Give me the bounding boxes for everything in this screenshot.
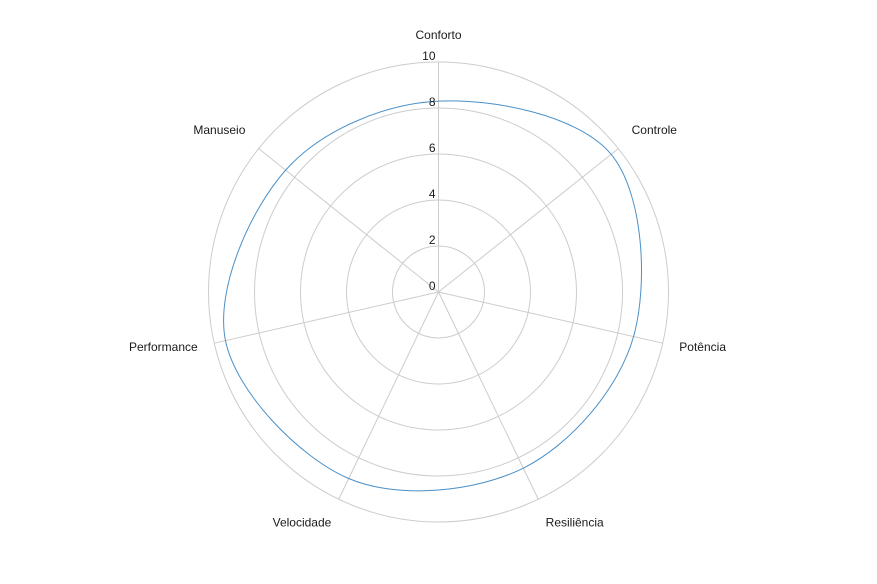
axis-label-resiliencia: Resiliência <box>546 516 604 530</box>
data-point-6 <box>224 339 227 342</box>
tick-label-6: 6 <box>429 141 436 155</box>
axis-spoke-2 <box>438 148 619 293</box>
axis-spoke-4 <box>438 291 539 500</box>
axis-spoke-5 <box>338 291 439 500</box>
data-point-3 <box>632 335 635 338</box>
tick-label-0: 0 <box>429 279 436 293</box>
axis-spoke-3 <box>438 291 663 344</box>
tick-label-8: 8 <box>429 95 436 109</box>
axis-spokes <box>214 62 663 500</box>
series-line-1 <box>223 100 642 492</box>
data-point-2 <box>610 153 613 156</box>
category-labels: Conforto Controle Potência Resiliência V… <box>129 28 726 530</box>
axis-label-manuseio: Manuseio <box>193 123 245 137</box>
axis-label-velocidade: Velocidade <box>273 516 332 530</box>
axis-spoke-7 <box>258 148 439 293</box>
axis-label-controle: Controle <box>632 123 678 137</box>
data-point-5 <box>347 477 350 480</box>
tick-labels: 0 2 4 6 8 10 <box>422 49 436 293</box>
data-point-7 <box>284 169 287 172</box>
series-layer <box>223 100 642 492</box>
axis-spoke-6 <box>214 291 439 344</box>
data-point-1 <box>437 100 440 103</box>
tick-label-2: 2 <box>429 233 436 247</box>
axis-label-potencia: Potência <box>679 340 726 354</box>
tick-label-10: 10 <box>422 49 436 63</box>
axis-label-conforto: Conforto <box>415 28 461 42</box>
tick-label-4: 4 <box>429 187 436 201</box>
axis-label-performance: Performance <box>129 340 198 354</box>
data-point-4 <box>522 467 525 470</box>
